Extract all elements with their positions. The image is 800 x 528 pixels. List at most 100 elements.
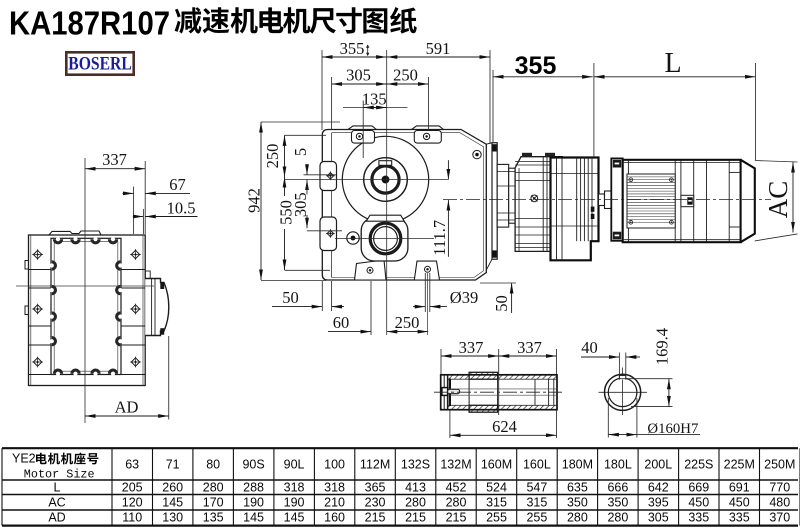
svg-text:215: 215 bbox=[446, 511, 467, 525]
svg-text:132M: 132M bbox=[440, 458, 471, 472]
svg-text:260: 260 bbox=[162, 481, 183, 495]
svg-text:250M: 250M bbox=[764, 458, 795, 472]
svg-text:288: 288 bbox=[243, 481, 264, 495]
svg-text:305: 305 bbox=[291, 192, 310, 217]
svg-text:110: 110 bbox=[122, 511, 142, 525]
svg-text:318: 318 bbox=[284, 481, 305, 495]
svg-text:225S: 225S bbox=[684, 458, 713, 472]
svg-text:200L: 200L bbox=[644, 458, 672, 472]
svg-text:305: 305 bbox=[346, 66, 371, 85]
svg-text:280: 280 bbox=[567, 511, 588, 525]
svg-text:450: 450 bbox=[688, 495, 709, 509]
svg-text:280: 280 bbox=[446, 495, 467, 509]
svg-text:AC: AC bbox=[48, 495, 65, 509]
svg-text:250: 250 bbox=[393, 66, 418, 85]
svg-text:130: 130 bbox=[162, 511, 183, 525]
svg-text:120: 120 bbox=[122, 495, 143, 509]
svg-text:691: 691 bbox=[729, 481, 750, 495]
svg-text:210: 210 bbox=[324, 495, 345, 509]
svg-text:337: 337 bbox=[459, 338, 484, 357]
svg-text:230: 230 bbox=[365, 495, 386, 509]
svg-text:5: 5 bbox=[291, 148, 310, 156]
svg-text:370: 370 bbox=[769, 511, 790, 525]
svg-text:335: 335 bbox=[688, 511, 709, 525]
svg-text:AC: AC bbox=[763, 181, 793, 219]
svg-text:624: 624 bbox=[492, 417, 517, 436]
svg-text:135: 135 bbox=[362, 90, 387, 109]
svg-text:111.7: 111.7 bbox=[430, 220, 449, 256]
svg-text:255: 255 bbox=[486, 511, 507, 525]
svg-text:180M: 180M bbox=[562, 458, 593, 472]
svg-text:550: 550 bbox=[276, 200, 295, 225]
svg-text:350: 350 bbox=[567, 495, 588, 509]
svg-text:160M: 160M bbox=[481, 458, 512, 472]
svg-text:160: 160 bbox=[324, 511, 345, 525]
svg-text:225M: 225M bbox=[724, 458, 755, 472]
svg-text:60: 60 bbox=[333, 313, 350, 332]
svg-text:100: 100 bbox=[324, 458, 345, 472]
svg-text:112M: 112M bbox=[360, 458, 390, 472]
svg-text:205: 205 bbox=[122, 481, 143, 495]
svg-text:337: 337 bbox=[517, 338, 542, 357]
svg-text:547: 547 bbox=[526, 481, 547, 495]
svg-text:AD: AD bbox=[115, 398, 139, 417]
svg-text:315: 315 bbox=[486, 495, 507, 509]
svg-text:132S: 132S bbox=[401, 458, 430, 472]
svg-text:669: 669 bbox=[688, 481, 709, 495]
svg-text:190: 190 bbox=[243, 495, 264, 509]
svg-text:145: 145 bbox=[162, 495, 183, 509]
svg-text:315: 315 bbox=[526, 495, 547, 509]
svg-text:180L: 180L bbox=[604, 458, 632, 472]
svg-text:280: 280 bbox=[203, 481, 224, 495]
svg-text:L: L bbox=[664, 48, 681, 79]
svg-text:250: 250 bbox=[263, 144, 282, 169]
svg-text:413: 413 bbox=[405, 481, 426, 495]
svg-text:280: 280 bbox=[405, 495, 426, 509]
svg-text:Motor Size: Motor Size bbox=[24, 467, 95, 481]
svg-text:666: 666 bbox=[607, 481, 628, 495]
svg-text:Ø39: Ø39 bbox=[450, 288, 478, 307]
svg-text:169.4: 169.4 bbox=[653, 328, 672, 365]
svg-text:67: 67 bbox=[169, 175, 186, 194]
svg-text:145: 145 bbox=[284, 511, 305, 525]
svg-text:145: 145 bbox=[243, 511, 264, 525]
svg-text:770: 770 bbox=[769, 481, 790, 495]
svg-text:318: 318 bbox=[324, 481, 345, 495]
svg-text:L: L bbox=[54, 481, 61, 495]
svg-text:10.5: 10.5 bbox=[167, 199, 196, 218]
svg-text:135: 135 bbox=[203, 511, 224, 525]
svg-text:450: 450 bbox=[729, 495, 750, 509]
svg-text:YE2: YE2 bbox=[12, 451, 36, 465]
svg-text:190: 190 bbox=[284, 495, 305, 509]
svg-text:250: 250 bbox=[395, 313, 420, 332]
svg-text:KA187R107: KA187R107 bbox=[9, 6, 170, 43]
svg-text:355: 355 bbox=[515, 52, 557, 80]
svg-text:452: 452 bbox=[446, 481, 467, 495]
svg-text:AD: AD bbox=[48, 511, 65, 525]
svg-text:160L: 160L bbox=[523, 458, 551, 472]
svg-text:90L: 90L bbox=[284, 458, 305, 472]
svg-text:365: 365 bbox=[365, 481, 386, 495]
svg-text:50: 50 bbox=[282, 288, 299, 307]
svg-text:40: 40 bbox=[581, 338, 598, 357]
svg-text:170: 170 bbox=[203, 495, 224, 509]
svg-text:280: 280 bbox=[607, 511, 628, 525]
svg-text:942: 942 bbox=[245, 188, 264, 213]
svg-text:480: 480 bbox=[769, 495, 790, 509]
svg-text:BOSERL: BOSERL bbox=[68, 55, 132, 75]
svg-text:50: 50 bbox=[492, 295, 511, 312]
svg-text:90S: 90S bbox=[242, 458, 264, 472]
svg-text:255: 255 bbox=[526, 511, 547, 525]
svg-text:335: 335 bbox=[729, 511, 750, 525]
svg-text:Ø160H7: Ø160H7 bbox=[647, 421, 698, 437]
svg-text:80: 80 bbox=[206, 458, 220, 472]
svg-text:395: 395 bbox=[648, 495, 669, 509]
svg-text:63: 63 bbox=[125, 458, 139, 472]
svg-text:591: 591 bbox=[426, 39, 451, 58]
svg-text:635: 635 bbox=[567, 481, 588, 495]
svg-text:71: 71 bbox=[166, 458, 180, 472]
svg-text:305: 305 bbox=[648, 511, 669, 525]
svg-text:350: 350 bbox=[607, 495, 628, 509]
svg-text:642: 642 bbox=[648, 481, 669, 495]
svg-text:524: 524 bbox=[486, 481, 507, 495]
